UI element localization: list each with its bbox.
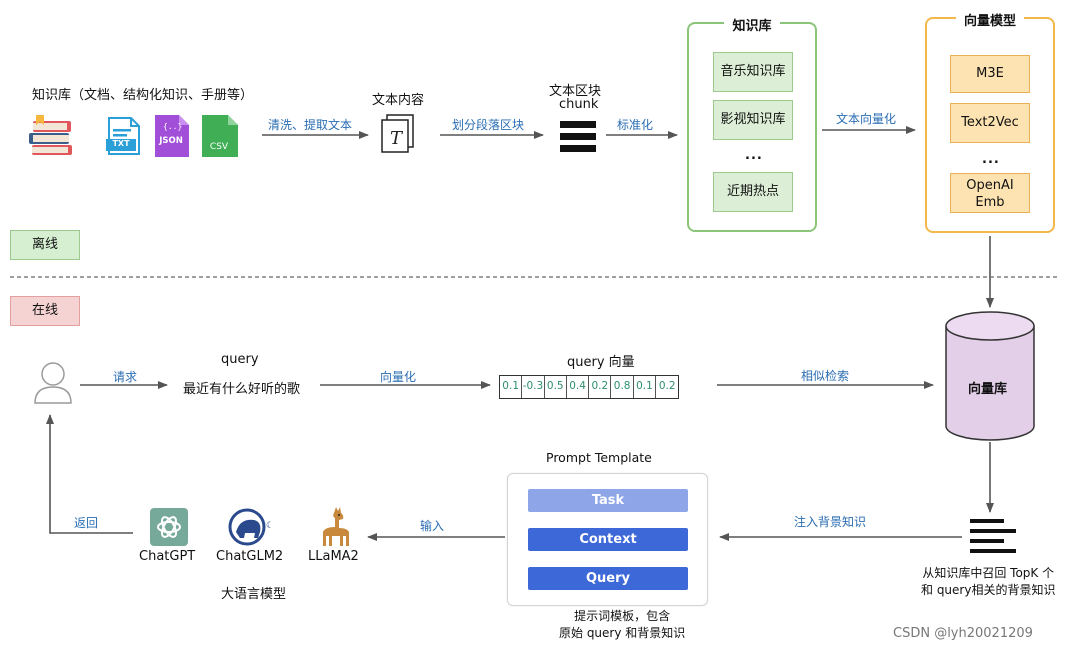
- text-document-icon: T: [381, 114, 414, 153]
- llm-chatgpt: ChatGPT: [139, 549, 196, 564]
- query-title: query: [221, 352, 259, 367]
- topk-list-icon: [970, 519, 1016, 553]
- source-caption: 知识库（文档、结构化知识、手册等）: [32, 88, 254, 103]
- vector-database-label: 向量库: [968, 382, 1008, 397]
- kb-item-music: 音乐知识库: [713, 52, 793, 92]
- vector-model-title: 向量模型: [955, 14, 1024, 29]
- books-icon: [29, 115, 72, 155]
- chatglm-icon: ☾: [228, 508, 274, 546]
- llm-chatglm2: ChatGLM2: [216, 549, 284, 564]
- prompt-template-caption: 提示词模板，包含 原始 query 和背景知识: [559, 609, 686, 640]
- model-openai-emb: OpenAI Emb: [950, 173, 1030, 213]
- model-text2vec: Text2Vec: [950, 103, 1030, 143]
- csv-file-icon: CSV: [200, 115, 238, 157]
- llm-caption: 大语言模型: [221, 587, 287, 602]
- chunk-title: 文本区块: [549, 84, 602, 99]
- json-file-label: JSON: [159, 136, 183, 146]
- arrow-return: [46, 414, 133, 534]
- chunk-subtitle: chunk: [559, 97, 599, 112]
- query-vector-title: query 向量: [567, 355, 635, 370]
- step-search-label: 相似检索: [801, 369, 850, 383]
- step-vectorize-label: 向量化: [380, 370, 417, 384]
- kb-item-film: 影视知识库: [713, 100, 793, 140]
- topk-caption: 从知识库中召回 TopK 个 和 query相关的背景知识: [921, 566, 1056, 597]
- step-request-label: 请求: [113, 370, 138, 384]
- query-vector: 0.1 -0.3 0.5 0.4 0.2 0.8 0.1 0.2: [499, 375, 680, 399]
- chunk-blocks-icon: [560, 121, 596, 152]
- step-return-label: 返回: [74, 516, 99, 530]
- vector-cell: -0.3: [522, 376, 545, 398]
- kb-item-trending: 近期热点: [713, 172, 793, 212]
- vector-database-icon: [945, 311, 1035, 441]
- json-file-icon: {..} JSON: [153, 115, 189, 157]
- prompt-template-box: Task Context Query: [507, 473, 708, 606]
- user-icon: [34, 362, 72, 404]
- csv-file-label: CSV: [209, 142, 229, 152]
- online-tag: 在线: [10, 296, 80, 326]
- llm-llama2: LLaMA2: [308, 549, 359, 564]
- llama-icon: [323, 507, 349, 546]
- step-split-label: 划分段落区块: [452, 118, 525, 132]
- csdn-watermark: CSDN @lyh20021209: [893, 626, 1033, 641]
- text-content-title: 文本内容: [372, 93, 425, 108]
- svg-text:{..}: {..}: [163, 122, 182, 131]
- svg-text:T: T: [390, 128, 404, 149]
- vector-cell: 0.2: [589, 376, 612, 398]
- step-normalize-label: 标准化: [617, 118, 654, 132]
- vector-cell: 0.4: [567, 376, 590, 398]
- query-text: 最近有什么好听的歌: [183, 382, 301, 397]
- vector-cell: 0.2: [658, 380, 676, 392]
- txt-file-icon: TXT: [106, 117, 142, 155]
- offline-tag: 离线: [10, 230, 80, 260]
- txt-file-label: TXT: [112, 139, 130, 148]
- model-ellipsis: ...: [982, 152, 1000, 167]
- svg-text:☾: ☾: [266, 521, 274, 531]
- prompt-task: Task: [528, 489, 688, 512]
- model-m3e: M3E: [950, 55, 1030, 93]
- step-vectorize-text-label: 文本向量化: [836, 112, 897, 126]
- vector-cell: 0.1: [500, 376, 523, 398]
- vector-cell: 0.1: [634, 376, 657, 398]
- prompt-context: Context: [528, 528, 688, 551]
- step-clean-label: 清洗、提取文本: [268, 118, 353, 132]
- prompt-template-title: Prompt Template: [546, 450, 652, 465]
- vector-cell: 0.8: [611, 376, 634, 398]
- kb-ellipsis: ...: [745, 148, 763, 163]
- prompt-query: Query: [528, 567, 688, 590]
- chatgpt-icon: [150, 508, 188, 546]
- step-inject-label: 注入背景知识: [794, 515, 867, 529]
- knowledge-base-title: 知识库: [724, 19, 780, 34]
- vector-cell: 0.5: [545, 376, 567, 398]
- step-input-label: 输入: [420, 519, 445, 533]
